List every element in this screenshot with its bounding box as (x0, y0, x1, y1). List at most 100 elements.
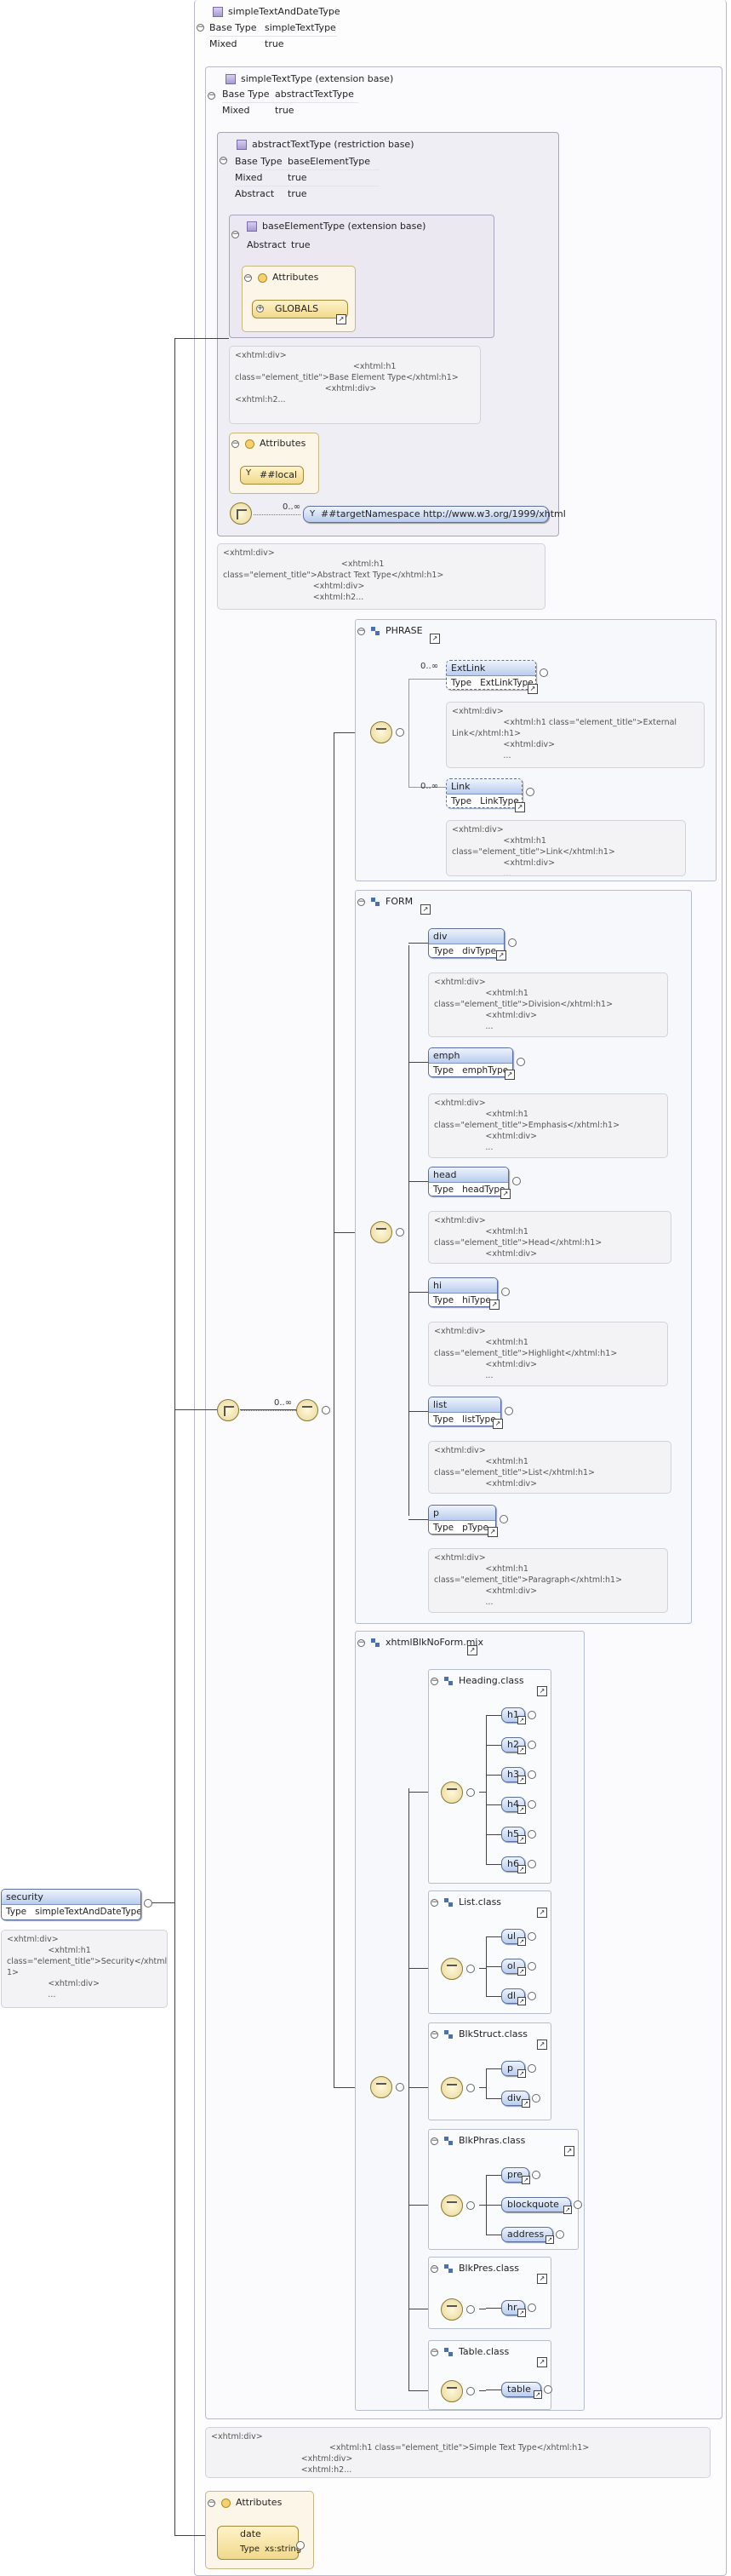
collapse-toggle-root[interactable]: − (197, 23, 204, 32)
expand-toggle[interactable] (500, 1515, 508, 1523)
choice-compositor-main[interactable] (296, 1399, 318, 1421)
link-icon[interactable]: ↗ (515, 802, 525, 812)
any-element-wildcard[interactable]: ##targetNamespace http://www.w3.org/1999… (303, 506, 566, 523)
link-icon[interactable]: ↗ (496, 950, 506, 961)
link-icon[interactable]: ↗ (517, 1967, 526, 1976)
choice-compositor-phrase[interactable] (370, 721, 392, 743)
collapse-toggle[interactable] (466, 1788, 475, 1797)
expand-toggle[interactable] (296, 2541, 305, 2550)
link-icon[interactable]: ↗ (420, 904, 431, 915)
link-icon[interactable]: ↗ (489, 1299, 500, 1310)
element-address[interactable]: address (501, 2227, 553, 2242)
link-icon[interactable]: ↗ (528, 684, 538, 694)
link-icon[interactable]: ↗ (500, 1189, 511, 1199)
link-icon[interactable]: ↗ (534, 2390, 542, 2399)
collapse-toggle[interactable]: − (431, 1898, 438, 1907)
link-icon[interactable]: ↗ (517, 2069, 526, 2078)
choice-compositor[interactable] (441, 2194, 463, 2217)
expand-toggle[interactable] (528, 1741, 536, 1749)
link-icon[interactable]: ↗ (467, 1645, 477, 1655)
choice-compositor[interactable] (441, 2077, 463, 2099)
link-icon[interactable]: ↗ (537, 1686, 547, 1696)
expand-toggle-globals[interactable]: + (256, 304, 264, 313)
collapse-toggle-attributes[interactable]: − (244, 273, 252, 282)
link-icon[interactable]: ↗ (545, 2235, 554, 2244)
link-icon[interactable]: ↗ (517, 1776, 526, 1784)
link-icon[interactable]: ↗ (563, 2206, 572, 2214)
collapse-toggle[interactable] (466, 2084, 475, 2092)
link-icon[interactable]: ↗ (517, 1997, 526, 2005)
choice-compositor[interactable] (441, 1958, 463, 1980)
collapse-toggle-abstract-text[interactable]: − (220, 156, 227, 164)
expand-toggle[interactable] (544, 2385, 552, 2394)
collapse-toggle[interactable] (466, 1965, 475, 1973)
link-icon[interactable]: ↗ (517, 1716, 526, 1724)
expand-toggle[interactable] (574, 2200, 582, 2209)
collapse-toggle[interactable] (466, 2387, 475, 2395)
choice-compositor-form[interactable] (370, 1221, 392, 1243)
globals-attribute-group[interactable]: GLOBALS (252, 300, 348, 318)
expand-toggle[interactable] (528, 2064, 536, 2073)
link-icon[interactable]: ↗ (517, 1805, 526, 1814)
collapse-toggle[interactable] (396, 2083, 404, 2091)
expand-toggle[interactable] (526, 788, 534, 796)
link-icon[interactable]: ↗ (517, 1865, 526, 1873)
expand-toggle[interactable] (528, 1770, 536, 1779)
collapse-toggle[interactable]: − (431, 2030, 438, 2039)
sequence-compositor-any[interactable] (230, 502, 252, 525)
link-icon[interactable]: ↗ (517, 1937, 526, 1946)
expand-toggle[interactable] (501, 1288, 510, 1296)
expand-toggle[interactable] (540, 668, 548, 677)
link-icon[interactable]: ↗ (537, 1908, 547, 1918)
expand-toggle[interactable] (532, 2094, 540, 2103)
collapse-toggle[interactable]: − (431, 2348, 438, 2356)
expand-toggle[interactable] (528, 1932, 536, 1941)
link-icon[interactable]: ↗ (522, 2176, 530, 2184)
link-icon[interactable]: ↗ (517, 1746, 526, 1754)
link-icon[interactable]: ↗ (336, 314, 346, 324)
link-icon[interactable]: ↗ (517, 2309, 526, 2317)
collapse-toggle-simple-text[interactable]: − (208, 91, 215, 100)
collapse-toggle[interactable]: − (431, 2137, 438, 2145)
choice-compositor[interactable] (441, 2298, 463, 2321)
link-icon[interactable]: ↗ (505, 1070, 515, 1080)
collapse-toggle-base-element[interactable]: − (231, 230, 239, 238)
expand-toggle[interactable] (517, 1058, 525, 1066)
expand-toggle[interactable] (508, 938, 517, 947)
link-icon[interactable]: ↗ (537, 2274, 547, 2284)
element-table[interactable]: table (501, 2382, 541, 2397)
link-icon[interactable]: ↗ (537, 2040, 547, 2050)
choice-compositor[interactable] (441, 2380, 463, 2402)
collapse-toggle[interactable]: − (431, 1677, 438, 1685)
expand-toggle[interactable] (528, 1992, 536, 2000)
expand-toggle[interactable] (528, 2303, 536, 2312)
link-icon[interactable]: ↗ (564, 2146, 574, 2156)
collapse-toggle[interactable] (396, 1228, 404, 1236)
choice-compositor[interactable] (441, 1781, 463, 1804)
expand-toggle[interactable] (528, 1830, 536, 1839)
expand-toggle[interactable] (528, 1962, 536, 1971)
collapse-toggle[interactable] (466, 2305, 475, 2314)
expand-toggle[interactable] (532, 2171, 540, 2179)
collapse-toggle-form[interactable]: − (357, 898, 365, 906)
collapse-toggle-security[interactable] (144, 1899, 152, 1908)
collapse-toggle-attributes-2[interactable]: − (231, 439, 239, 448)
collapse-toggle-phrase[interactable]: − (357, 627, 365, 635)
local-wildcard[interactable]: ##local (240, 466, 304, 485)
expand-toggle[interactable] (556, 2230, 564, 2239)
link-icon[interactable]: ↗ (522, 2099, 530, 2108)
link-icon[interactable]: ↗ (493, 1419, 503, 1429)
collapse-toggle-bottom-attrs[interactable]: − (208, 2499, 215, 2507)
link-icon[interactable]: ↗ (537, 2357, 547, 2367)
collapse-toggle-main-choice[interactable] (322, 1406, 330, 1414)
expand-toggle[interactable] (528, 1860, 536, 1868)
element-h3[interactable]: h3 (501, 1767, 525, 1782)
collapse-toggle[interactable] (396, 728, 404, 737)
expand-toggle[interactable] (512, 1177, 521, 1185)
